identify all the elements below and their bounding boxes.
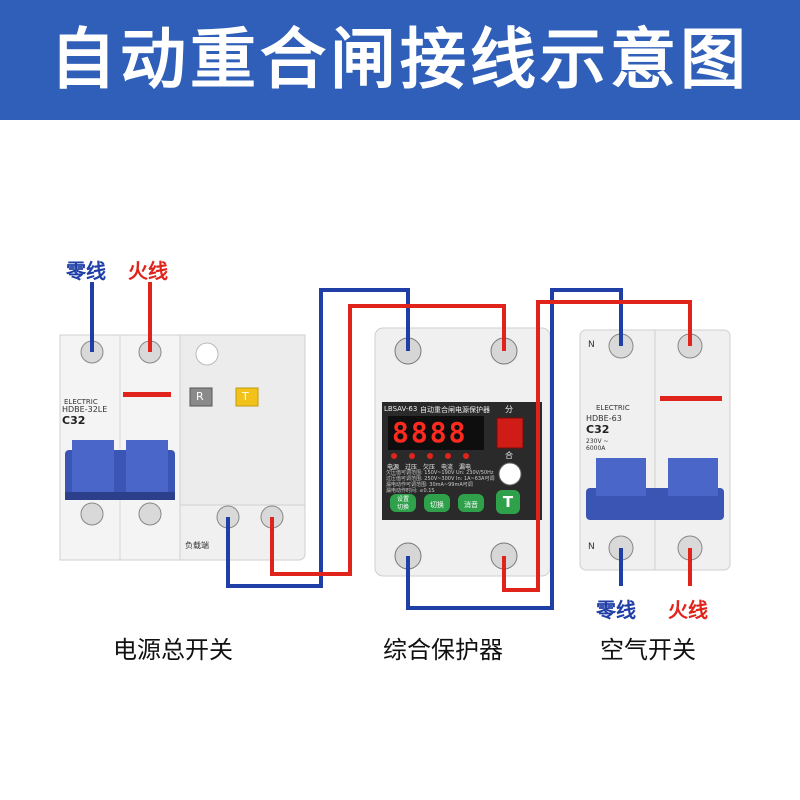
protector-caption: 综合保护器 bbox=[383, 636, 503, 664]
mute-button[interactable]: 消音 bbox=[464, 501, 478, 509]
set-button[interactable]: 设置 切换 bbox=[396, 496, 409, 511]
right-breaker-model: HDBE-63 bbox=[586, 414, 622, 423]
switch-on-label: 合 bbox=[505, 451, 513, 460]
indicator-power: 电源 bbox=[387, 464, 400, 471]
right-neutral-label: 零线 bbox=[596, 598, 636, 622]
protector-spec-3: 漏电动作可调范围: 30mA~99mA可调 bbox=[386, 482, 473, 488]
protector-spec-4: 漏电动作时间: ≤0.1S bbox=[386, 488, 435, 494]
title-banner bbox=[0, 0, 800, 120]
protector-device bbox=[374, 327, 551, 577]
load-side-label: 负载端 bbox=[185, 541, 209, 550]
protector-display: 8888 bbox=[392, 416, 468, 449]
right-terminal-n-bottom: N bbox=[588, 542, 595, 552]
protector-spec-2: 过压值可调范围: 250V~300V In: 1A~63A可调 bbox=[386, 476, 495, 482]
indicator-overvoltage: 过压 bbox=[405, 464, 418, 471]
air-switch-caption: 空气开关 bbox=[600, 636, 696, 664]
protector-spec-1: 欠压值可调范围: 150V~190V Un: 230V/50Hz bbox=[386, 470, 494, 476]
left-breaker-brand: ELECTRIC bbox=[64, 398, 98, 406]
page-title: 自动重合闸接线示意图 bbox=[50, 21, 750, 98]
left-breaker-model: HDBE-32LE bbox=[62, 405, 108, 414]
right-breaker-rating: C32 bbox=[586, 423, 610, 436]
left-neutral-label: 零线 bbox=[66, 259, 106, 283]
right-terminal-n-top: N bbox=[588, 340, 595, 350]
air-switch bbox=[579, 329, 731, 571]
protector-model: LBSAV-63 bbox=[384, 405, 418, 413]
main-breaker bbox=[59, 334, 306, 561]
indicator-leakage: 漏电 bbox=[459, 464, 472, 471]
right-live-label: 火线 bbox=[668, 598, 708, 622]
live-wires bbox=[148, 282, 692, 592]
test-button-label: T bbox=[242, 390, 249, 403]
protector-test-button[interactable]: T bbox=[502, 493, 514, 511]
left-breaker-rating: C32 bbox=[62, 414, 86, 427]
main-switch-caption: 电源总开关 bbox=[113, 636, 233, 664]
up-button[interactable]: 切换 bbox=[430, 501, 444, 509]
protector-name: 自动重合闸电源保护器 bbox=[420, 406, 490, 414]
switch-off-label: 分 bbox=[505, 405, 513, 414]
right-breaker-brand: ELECTRIC bbox=[596, 404, 630, 412]
indicator-undervoltage: 欠压 bbox=[423, 464, 436, 471]
right-breaker-spec: 230V ~ 6000A bbox=[586, 438, 609, 452]
indicator-current: 电流 bbox=[441, 464, 454, 471]
left-live-label: 火线 bbox=[128, 259, 168, 283]
reset-button-label: R bbox=[196, 390, 204, 403]
neutral-wires bbox=[90, 282, 623, 610]
